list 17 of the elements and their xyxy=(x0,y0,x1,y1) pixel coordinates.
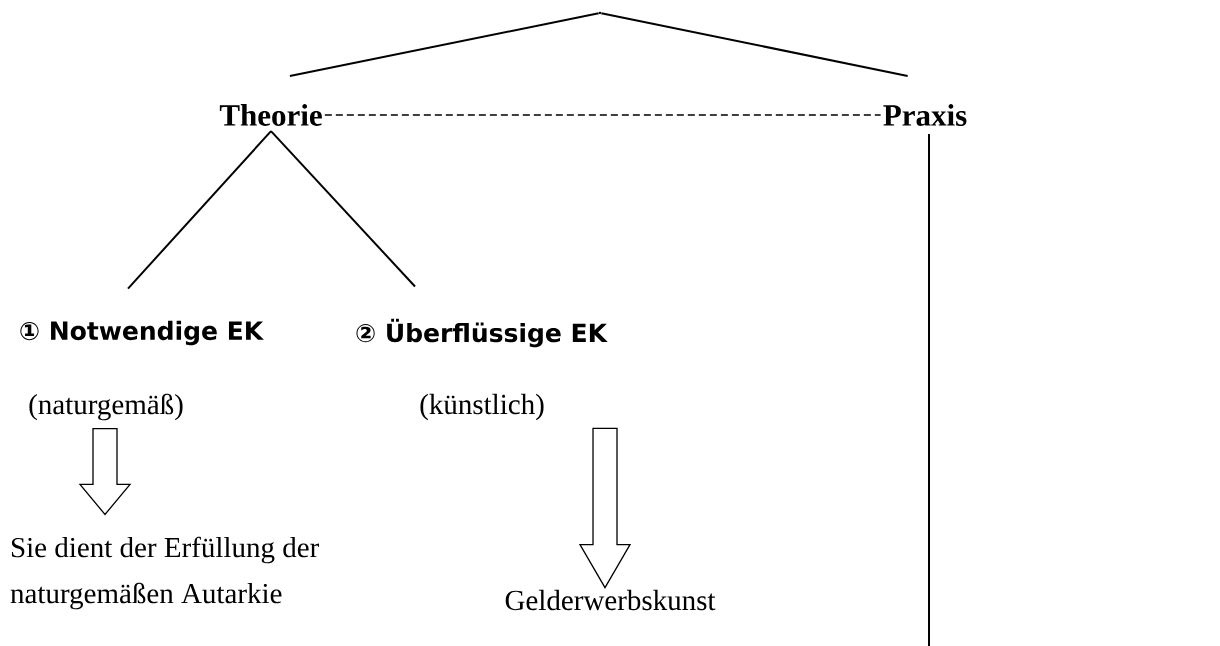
connector-line xyxy=(928,133,930,646)
connector-line xyxy=(600,12,909,77)
body-text: Sie dient der Erfüllung der naturgemäßen Autarkie xyxy=(10,536,320,610)
note-text: (künstlich) xyxy=(420,393,544,421)
block-arrow xyxy=(78,427,132,516)
block-arrow xyxy=(578,427,632,589)
dashed-line xyxy=(324,114,882,116)
connector-line xyxy=(127,130,272,290)
body-text: Gelderwerbskunst xyxy=(505,589,716,611)
heading-text: ① Notwendige EK xyxy=(20,320,264,346)
note-text: (naturgemäß) xyxy=(29,393,183,421)
heading-text: Praxis xyxy=(883,104,967,126)
connector-line xyxy=(288,12,600,77)
heading-text: ② Überflüssige EK xyxy=(356,318,608,348)
connector-line xyxy=(270,130,416,288)
heading-text: Theorie xyxy=(219,104,322,126)
apex-point xyxy=(598,11,602,15)
